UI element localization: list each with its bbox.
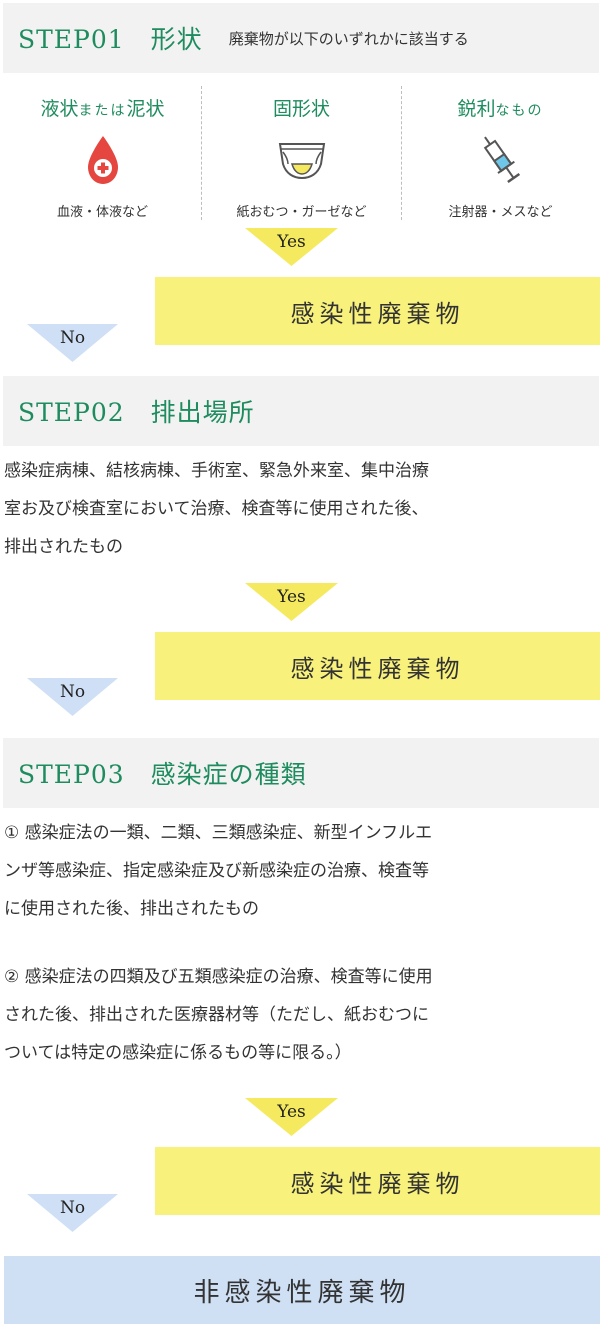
step2-description: 感染症病棟、結核病棟、手術室、緊急外来室、集中治療 室お及び検査室において治療、… [4,461,429,557]
category-sharp-title: 鋭利なもの [457,98,544,120]
category-divider [201,86,202,220]
step3-header: STEP03 感染症の種類 [3,738,599,808]
non-infectious-waste-result: 非感染性廃棄物 [4,1256,600,1324]
step3-item2: ② 感染症法の四類及び五類感染症の治療、検査等に使用 された後、排出された医療器… [4,967,433,1063]
syringe-icon [479,133,523,187]
category-sharp-caption: 注射器・メスなど [448,205,553,220]
category-solid-title: 固形状 [272,98,330,120]
step1-subtitle: 廃棄物が以下のいずれかに該当する [228,29,469,48]
category-divider [401,86,402,220]
yes-label: Yes [277,587,306,607]
step1-title: STEP01 形状 [18,25,203,54]
infectious-waste-result: 感染性廃棄物 [155,277,600,345]
category-sharp: 鋭利なもの 注射器・メスなど [401,86,600,220]
step3-item1: ① 感染症法の一類、二類、三類感染症、新型インフルエ ンザ等感染症、指定感染症及… [4,823,433,919]
step2-header: STEP02 排出場所 [3,376,599,446]
step1-header: STEP01 形状 廃棄物が以下のいずれかに該当する [3,3,599,73]
category-solid: 固形状 紙おむつ・ガーゼなど [202,86,401,220]
diaper-icon [276,133,328,187]
no-label: No [59,328,86,348]
infectious-waste-result: 感染性廃棄物 [155,632,600,700]
blood-drop-icon [85,133,121,187]
category-liquid-title: 液状または泥状 [40,98,165,120]
step2-title: STEP02 排出場所 [18,398,255,427]
category-liquid-caption: 血液・体液など [56,205,148,220]
no-label: No [59,1198,86,1218]
yes-label: Yes [277,232,306,252]
category-solid-caption: 紙おむつ・ガーゼなど [236,205,367,220]
infectious-waste-result: 感染性廃棄物 [155,1147,600,1215]
category-liquid: 液状または泥状 血液・体液など [3,86,202,220]
step3-title: STEP03 感染症の種類 [18,760,307,789]
yes-label: Yes [277,1102,306,1122]
no-label: No [59,682,86,702]
